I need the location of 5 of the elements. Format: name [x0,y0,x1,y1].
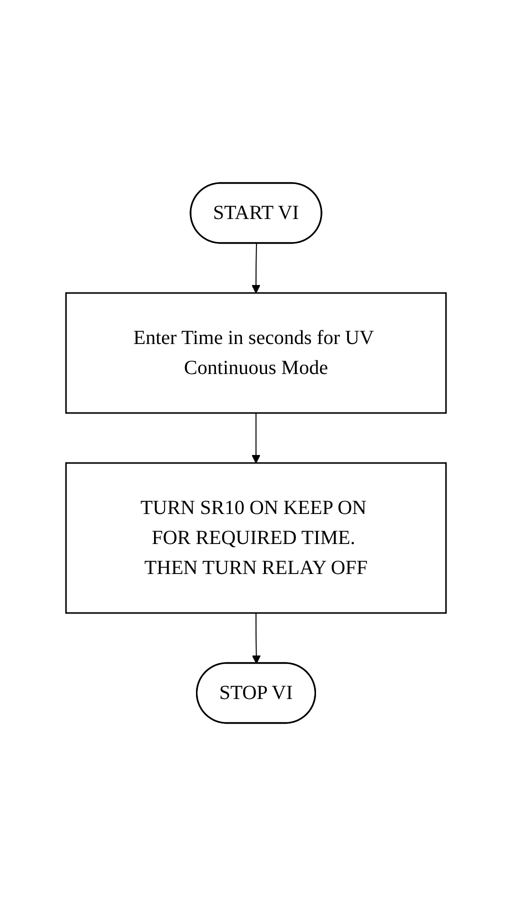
node-box: TURN SR10 ON KEEP ON FOR REQUIRED TIME. THEN TURN RELAY OFF [65,462,447,614]
arrow [252,612,261,664]
node-box: Enter Time in seconds for UV Continuous Mode [65,292,447,414]
arrow [252,243,260,294]
arrow [252,412,260,464]
